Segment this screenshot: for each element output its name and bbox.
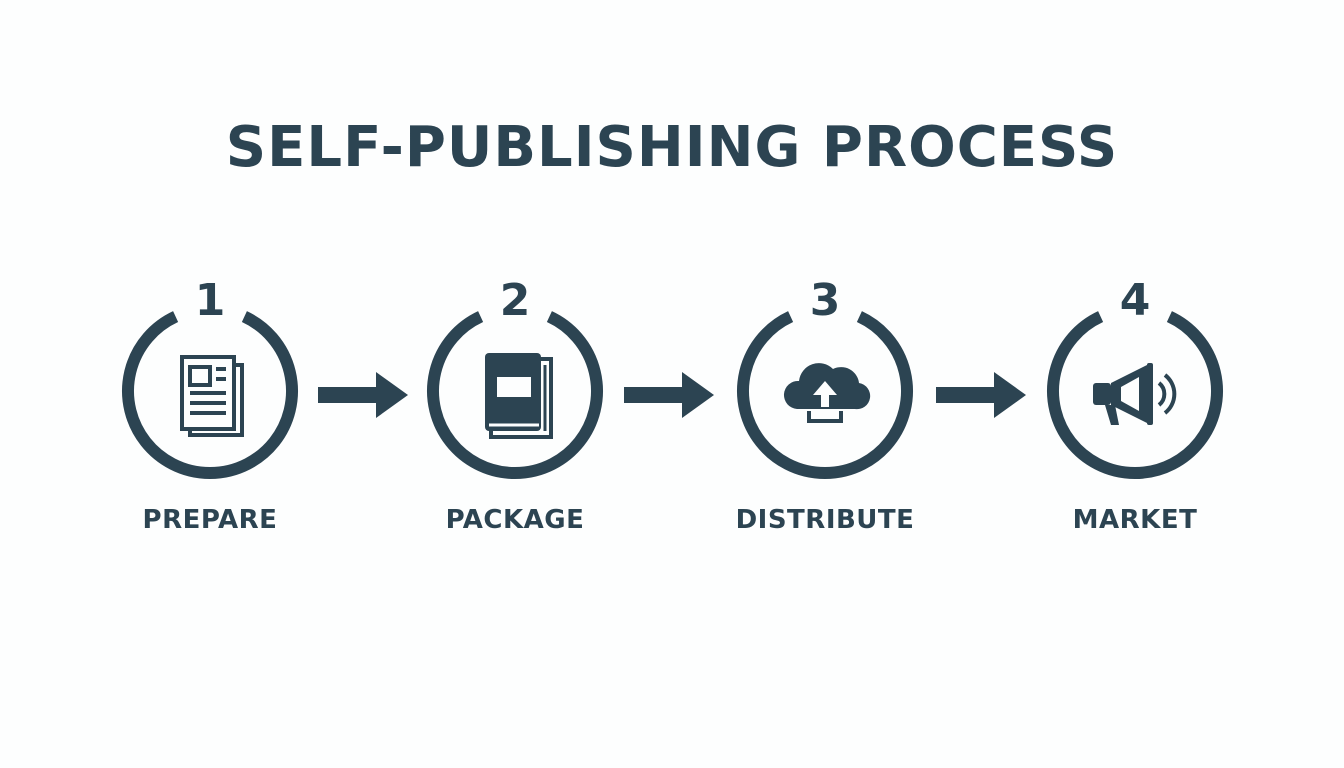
step-label: DISTRIBUTE	[735, 505, 915, 535]
cloud-upload-icon	[783, 363, 871, 423]
arrow-icon	[936, 372, 1026, 418]
arrow-icon	[624, 372, 714, 418]
step-package: 2 PACKAGE	[415, 270, 615, 550]
step-ring	[122, 311, 298, 479]
step-distribute: 3 DISTRIBUTE	[725, 270, 925, 550]
step-number: 4	[1119, 275, 1151, 326]
book-icon	[485, 353, 553, 439]
arrow-icon	[318, 372, 408, 418]
megaphone-icon	[1093, 363, 1177, 425]
step-label: PREPARE	[142, 505, 278, 535]
step-ring	[427, 311, 603, 479]
step-number: 2	[499, 275, 531, 326]
step-market: 4 MARKET	[1035, 270, 1235, 550]
diagram-title: SELF-PUBLISHING PROCESS	[225, 115, 1119, 180]
step-ring	[737, 311, 913, 479]
document-icon	[180, 355, 244, 437]
step-number: 3	[809, 275, 841, 326]
step-ring	[1047, 311, 1223, 479]
step-label: MARKET	[1072, 505, 1198, 535]
step-prepare: 1 PREPARE	[110, 270, 310, 550]
step-number: 1	[194, 275, 226, 326]
step-label: PACKAGE	[445, 505, 585, 535]
